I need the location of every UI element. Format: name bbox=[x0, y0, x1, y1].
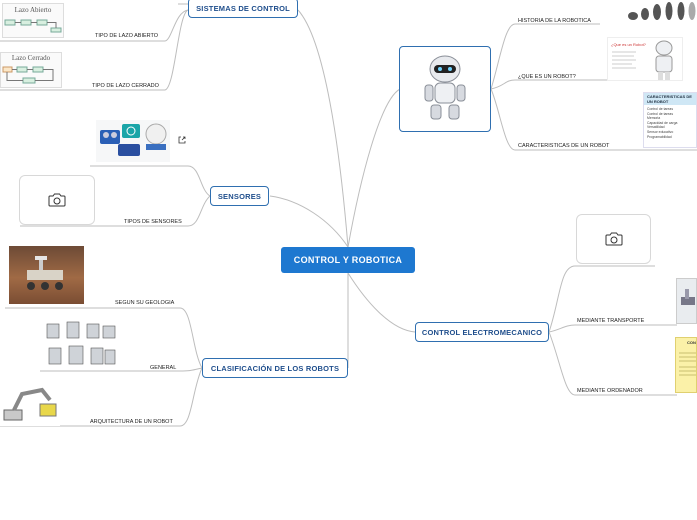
sensores-image[interactable] bbox=[96, 120, 170, 162]
leaf-caracteristicas[interactable]: CARACTERISTICAS DE UN ROBOT bbox=[518, 143, 610, 149]
caracteristicas-item: Versatilidad bbox=[647, 125, 665, 130]
caracteristicas-image[interactable]: CARACTERISTICAS DE UN ROBOT Control de t… bbox=[643, 92, 697, 148]
tipos-sensores-image-placeholder[interactable] bbox=[19, 175, 95, 225]
lazo-abierto-diagram bbox=[4, 19, 62, 33]
robot-image-node[interactable] bbox=[399, 46, 491, 132]
lazo-cerrado-title: Lazo Cerrado bbox=[11, 54, 51, 62]
evolution-picture bbox=[628, 2, 696, 20]
lazo-cerrado-diagram bbox=[2, 66, 54, 84]
camera-icon bbox=[48, 193, 66, 207]
caracteristicas-item: Memoria bbox=[647, 116, 661, 121]
que-es-robot-image[interactable]: ¿Que es un Robot? bbox=[607, 37, 683, 81]
leaf-historia[interactable]: HISTORIA DE LA ROBOTICA bbox=[518, 18, 591, 24]
leaf-arquitectura[interactable]: ARQUITECTURA DE UN ROBOT bbox=[90, 419, 173, 425]
que-es-robot-title: ¿Que es un Robot? bbox=[611, 42, 646, 47]
leaf-lazo-abierto[interactable]: TIPO DE LAZO ABIERTO bbox=[95, 33, 159, 39]
general-robots-image[interactable] bbox=[43, 320, 119, 370]
caracteristicas-item: Capacidad de carga bbox=[647, 120, 678, 125]
ordenador-image[interactable]: CON bbox=[675, 337, 697, 393]
caracteristicas-item: Sensor educativo bbox=[647, 129, 674, 134]
ordenador-picture bbox=[679, 352, 696, 376]
robot-image bbox=[424, 55, 466, 120]
mars-rover-image[interactable] bbox=[9, 246, 84, 304]
branch-control-electromecanico[interactable]: CONTROL ELECTROMECANICO bbox=[415, 322, 549, 342]
leaf-geologia[interactable]: SEGUN SU GEOLOGIA bbox=[115, 300, 175, 306]
branch-sistemas-de-control[interactable]: SISTEMAS DE CONTROL bbox=[188, 0, 298, 18]
root-node[interactable]: CONTROL Y ROBOTICA bbox=[281, 247, 415, 273]
ordenador-heading: CON bbox=[687, 340, 696, 345]
arquitectura-image[interactable] bbox=[0, 384, 60, 426]
lazo-abierto-title: Lazo Abierto bbox=[14, 6, 52, 14]
caracteristicas-item: Programabilidad bbox=[647, 134, 672, 139]
lazo-cerrado-image[interactable]: Lazo Cerrado bbox=[0, 52, 62, 88]
branch-sensores[interactable]: SENSORES bbox=[210, 186, 269, 206]
caracteristicas-item: Control de tareas bbox=[647, 111, 674, 116]
robots-collage bbox=[46, 321, 116, 365]
transporte-picture bbox=[681, 289, 695, 305]
lazo-abierto-image[interactable]: Lazo Abierto bbox=[2, 3, 64, 38]
leaf-tipos-sensores[interactable]: TIPOS DE SENSORES bbox=[124, 219, 182, 225]
electromecanico-image-placeholder[interactable] bbox=[576, 214, 651, 264]
branch-clasificacion[interactable]: CLASIFICACIÓN DE LOS ROBOTS bbox=[202, 358, 348, 378]
leaf-general[interactable]: GENERAL bbox=[150, 365, 177, 371]
camera-icon bbox=[605, 232, 622, 246]
external-link-icon[interactable] bbox=[178, 136, 186, 146]
robot-arm-picture bbox=[3, 387, 57, 421]
transporte-image[interactable] bbox=[676, 278, 697, 324]
que-es-robot-picture bbox=[612, 40, 673, 80]
leaf-transporte[interactable]: MEDIANTE TRANSPORTE bbox=[577, 318, 645, 324]
caracteristicas-heading: CARACTERISTICAS DE UN ROBOT bbox=[644, 93, 696, 105]
historia-image[interactable] bbox=[625, 0, 697, 22]
caracteristicas-items: Control de tareas Control de tareas Memo… bbox=[644, 105, 696, 141]
leaf-ordenador[interactable]: MEDIANTE ORDENADOR bbox=[577, 388, 643, 394]
rover-picture bbox=[27, 256, 63, 290]
sensores-picture bbox=[100, 123, 167, 156]
caracteristicas-item: Control de tareas bbox=[647, 107, 674, 111]
leaf-lazo-cerrado[interactable]: TIPO DE LAZO CERRADO bbox=[92, 83, 159, 89]
leaf-que-es-robot[interactable]: ¿QUE ES UN ROBOT? bbox=[518, 74, 576, 80]
